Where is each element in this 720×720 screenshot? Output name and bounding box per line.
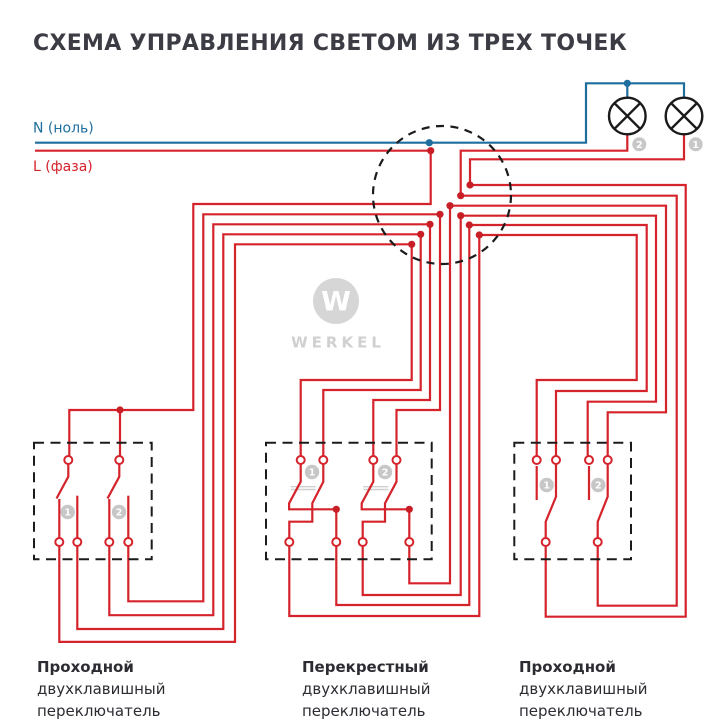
svg-text:двухклавишный: двухклавишный — [519, 680, 648, 698]
switch-right-badge-1: 1 — [543, 481, 550, 492]
terminal — [318, 455, 329, 465]
switch-left-badge-2: 2 — [116, 508, 123, 519]
svg-text:Проходной: Проходной — [37, 658, 134, 676]
terminal — [72, 537, 83, 547]
svg-text:переключатель: переключатель — [37, 702, 161, 720]
switch-middle-caption: Перекрестный двухклавишный переключатель — [302, 658, 431, 720]
switch-left-badge-1: 1 — [64, 508, 71, 519]
werkel-watermark: W WERKEL — [291, 278, 385, 352]
junction-box — [371, 124, 513, 266]
lamp-2-badge — [632, 137, 647, 152]
terminal — [331, 537, 342, 547]
switch-left-caption: Проходной двухклавишный переключатель — [37, 658, 166, 720]
svg-text:W: W — [321, 287, 351, 318]
switch-middle: 1 2 — [265, 441, 433, 561]
lamp-1-badge — [688, 137, 703, 152]
terminal — [104, 537, 115, 547]
terminal — [540, 537, 551, 547]
terminal — [114, 455, 125, 465]
neutral-junction-dot — [425, 139, 433, 147]
neutral-label: N (ноль) — [33, 121, 94, 137]
terminal — [63, 455, 74, 465]
lamp-1: 1 — [664, 96, 704, 152]
phase-label: L (фаза) — [33, 159, 93, 175]
neutral-tap-dot — [623, 79, 631, 87]
switch-middle-badge-2: 2 — [382, 468, 389, 479]
werkel-brand-text: WERKEL — [291, 334, 385, 352]
svg-text:переключатель: переключатель — [519, 702, 643, 720]
terminal — [284, 537, 295, 547]
svg-text:двухклавишный: двухклавишный — [37, 680, 166, 698]
switch-middle-badge-1: 1 — [309, 468, 316, 479]
terminal — [602, 455, 613, 465]
lamp-return-wires — [459, 134, 687, 618]
werkel-logo-icon — [313, 278, 359, 324]
svg-text:двухклавишный: двухклавишный — [302, 680, 431, 698]
terminal — [584, 455, 594, 465]
svg-text:Проходной: Проходной — [519, 658, 616, 676]
terminal — [391, 455, 402, 465]
neutral-line: N (ноль) — [33, 79, 686, 147]
terminal — [592, 537, 603, 547]
switch-right-caption: Проходной двухклавишный переключатель — [519, 658, 648, 720]
svg-text:2: 2 — [636, 140, 643, 151]
svg-text:1: 1 — [692, 140, 699, 151]
phase-line: L (фаза) — [33, 149, 432, 456]
feed-split-dot — [116, 406, 124, 414]
svg-text:переключатель: переключатель — [302, 702, 426, 720]
terminal — [531, 455, 542, 465]
lamp-2: 2 — [607, 96, 647, 152]
terminal — [404, 537, 415, 547]
terminal — [295, 455, 306, 465]
traveller-wires-left-to-middle — [58, 213, 442, 643]
traveller-wires-middle-to-right — [288, 204, 668, 618]
switch-right: 1 2 — [513, 441, 632, 561]
terminal — [357, 537, 368, 547]
terminal — [54, 537, 65, 547]
switch-left: 1 2 — [33, 441, 153, 561]
page-title: СХЕМА УПРАВЛЕНИЯ СВЕТОМ ИЗ ТРЕХ ТОЧЕК — [33, 31, 627, 56]
terminal — [123, 537, 134, 547]
terminal — [368, 455, 379, 465]
terminal — [551, 455, 561, 465]
svg-text:Перекрестный: Перекрестный — [302, 658, 429, 676]
switch-right-badge-2: 2 — [595, 481, 602, 492]
